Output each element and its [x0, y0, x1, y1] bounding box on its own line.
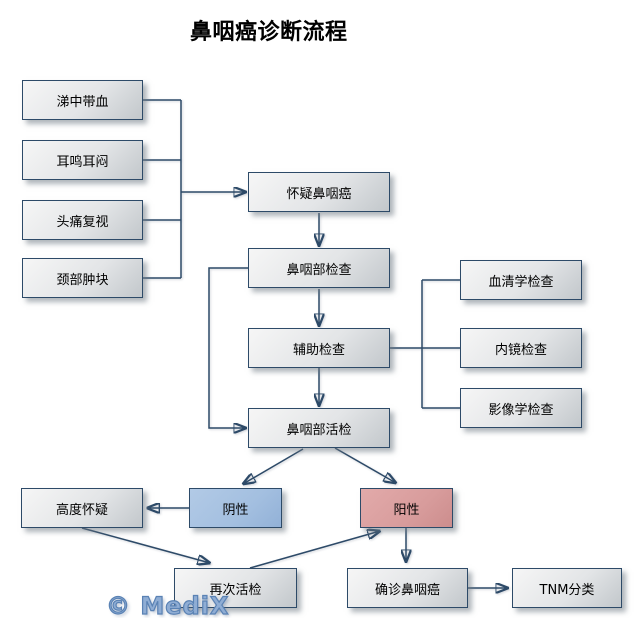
node-tnm: TNM分类 — [512, 568, 622, 608]
node-serology: 血清学检查 — [460, 260, 582, 300]
node-confirmed: 确诊鼻咽癌 — [347, 568, 468, 608]
node-symptom-ear: 耳鸣耳闷 — [22, 140, 143, 180]
node-biopsy: 鼻咽部活检 — [248, 408, 390, 448]
node-high-suspicion: 高度怀疑 — [21, 488, 143, 528]
medix-watermark: © MediX — [105, 591, 230, 618]
edge-biopsy-negative — [243, 448, 304, 484]
node-auxiliary-exam: 辅助检查 — [248, 328, 390, 368]
edge-repeatbiopsy-positive — [249, 531, 380, 569]
node-symptom-headache: 头痛复视 — [22, 200, 143, 240]
node-endoscopy: 内镜检查 — [460, 328, 582, 368]
node-repeat-biopsy: 再次活检 — [174, 568, 297, 608]
node-suspect: 怀疑鼻咽癌 — [248, 172, 390, 212]
node-symptom-neck: 颈部肿块 — [22, 258, 143, 298]
edge-exam-biopsy-bypass — [208, 267, 248, 428]
node-negative: 阴性 — [189, 488, 282, 528]
edge-highsuspicion-repeatbiopsy — [81, 527, 210, 563]
node-nasopharynx-exam: 鼻咽部检查 — [248, 248, 390, 288]
node-positive: 阳性 — [360, 488, 453, 528]
page-title: 鼻咽癌诊断流程 — [190, 20, 348, 45]
node-imaging: 影像学检查 — [460, 388, 582, 428]
node-symptom-blood: 涕中带血 — [22, 80, 143, 120]
edge-biopsy-positive — [334, 447, 396, 483]
